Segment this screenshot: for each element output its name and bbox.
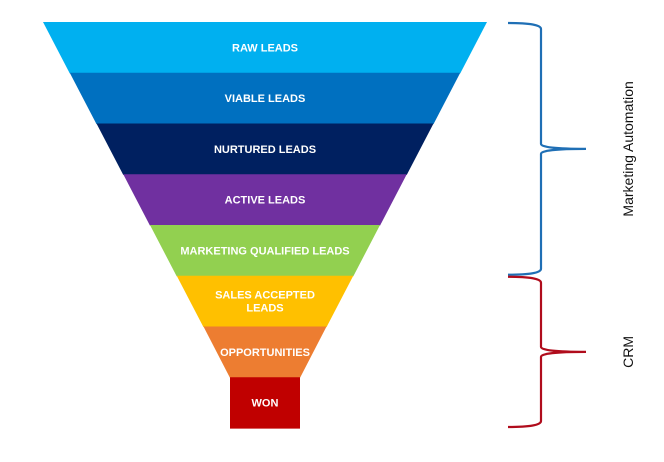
funnel-stage-band [230,377,300,429]
funnel-stage-band [176,275,354,328]
funnel-stage: VIABLE LEADS [69,72,461,125]
group-bracket: CRM [507,275,636,429]
funnel-stage-label: ACTIVE LEADS [225,195,306,207]
funnel-stage: WON [230,377,300,429]
group-label: Marketing Automation [620,81,636,216]
funnel-stage-label: LEADS [246,303,283,315]
funnel-stage-label: RAW LEADS [232,42,298,54]
funnel: RAW LEADS VIABLE LEADS NURTURED LEADS ACTIV… [43,22,487,429]
funnel-stage-band [69,72,461,125]
curly-brace-icon [507,275,587,429]
funnel-stage-label: OPPORTUNITIES [220,347,310,359]
funnel-stage: ACTIVE LEADS [123,174,407,226]
group-bracket: Marketing Automation [507,21,636,276]
funnel-stage-label: VIABLE LEADS [225,93,306,105]
funnel-stage-band [96,123,434,175]
funnel-stage-band [123,174,407,226]
funnel-stage: RAW LEADS [43,22,487,74]
funnel-stage: NURTURED LEADS [96,123,434,175]
group-label: CRM [620,336,636,368]
funnel-stage: OPPORTUNITIES [203,326,327,378]
funnel-stage: MARKETING QUALIFIED LEADS [149,225,381,277]
funnel-stage-label: WON [252,398,279,410]
funnel-stage-band [203,326,327,378]
funnel-stage-label: MARKETING QUALIFIED LEADS [180,245,349,257]
funnel-stage-band [43,22,487,74]
curly-brace-icon [507,21,587,276]
funnel-stage-label: SALES ACCEPTED [215,290,315,302]
funnel-stage-band [149,225,381,277]
funnel-stage-label: NURTURED LEADS [214,144,316,156]
